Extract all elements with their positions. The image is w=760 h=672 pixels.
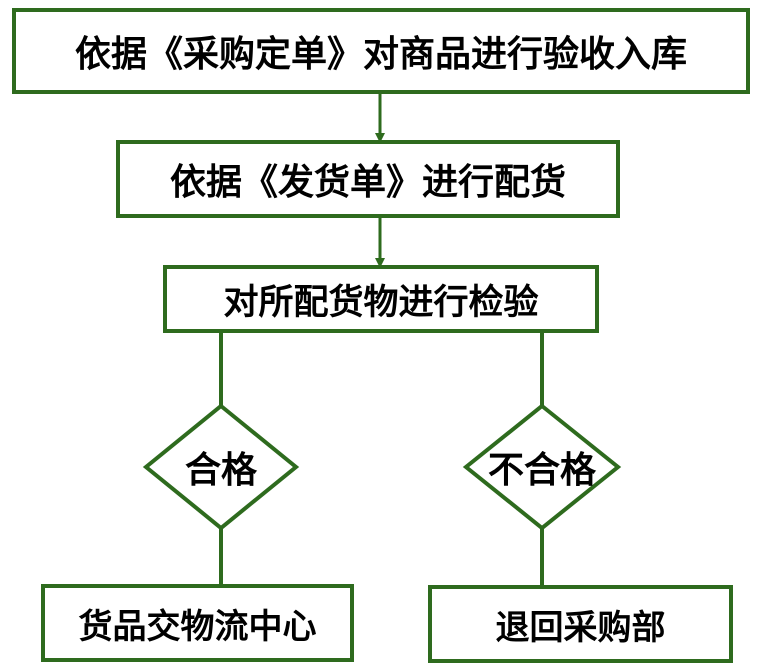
outcome-logistics-box: 货品交物流中心 bbox=[41, 584, 354, 662]
outcome-return-label: 退回采购部 bbox=[495, 607, 666, 648]
outcome-return-box: 退回采购部 bbox=[428, 585, 733, 663]
step-inspect-label: 对所配货物进行检验 bbox=[223, 282, 539, 323]
decision-fail-label: 不合格 bbox=[487, 450, 596, 491]
step-inspect-box: 对所配货物进行检验 bbox=[163, 265, 599, 333]
step-receive-label: 依据《采购定单》对商品进行验收入库 bbox=[74, 34, 687, 75]
decision-pass-label: 合格 bbox=[184, 450, 257, 491]
step-allocate-box: 依据《发货单》进行配货 bbox=[116, 140, 620, 218]
outcome-logistics-label: 货品交物流中心 bbox=[78, 606, 317, 647]
step-allocate-label: 依据《发货单》进行配货 bbox=[169, 162, 566, 203]
step-receive-box: 依据《采购定单》对商品进行验收入库 bbox=[12, 8, 750, 94]
